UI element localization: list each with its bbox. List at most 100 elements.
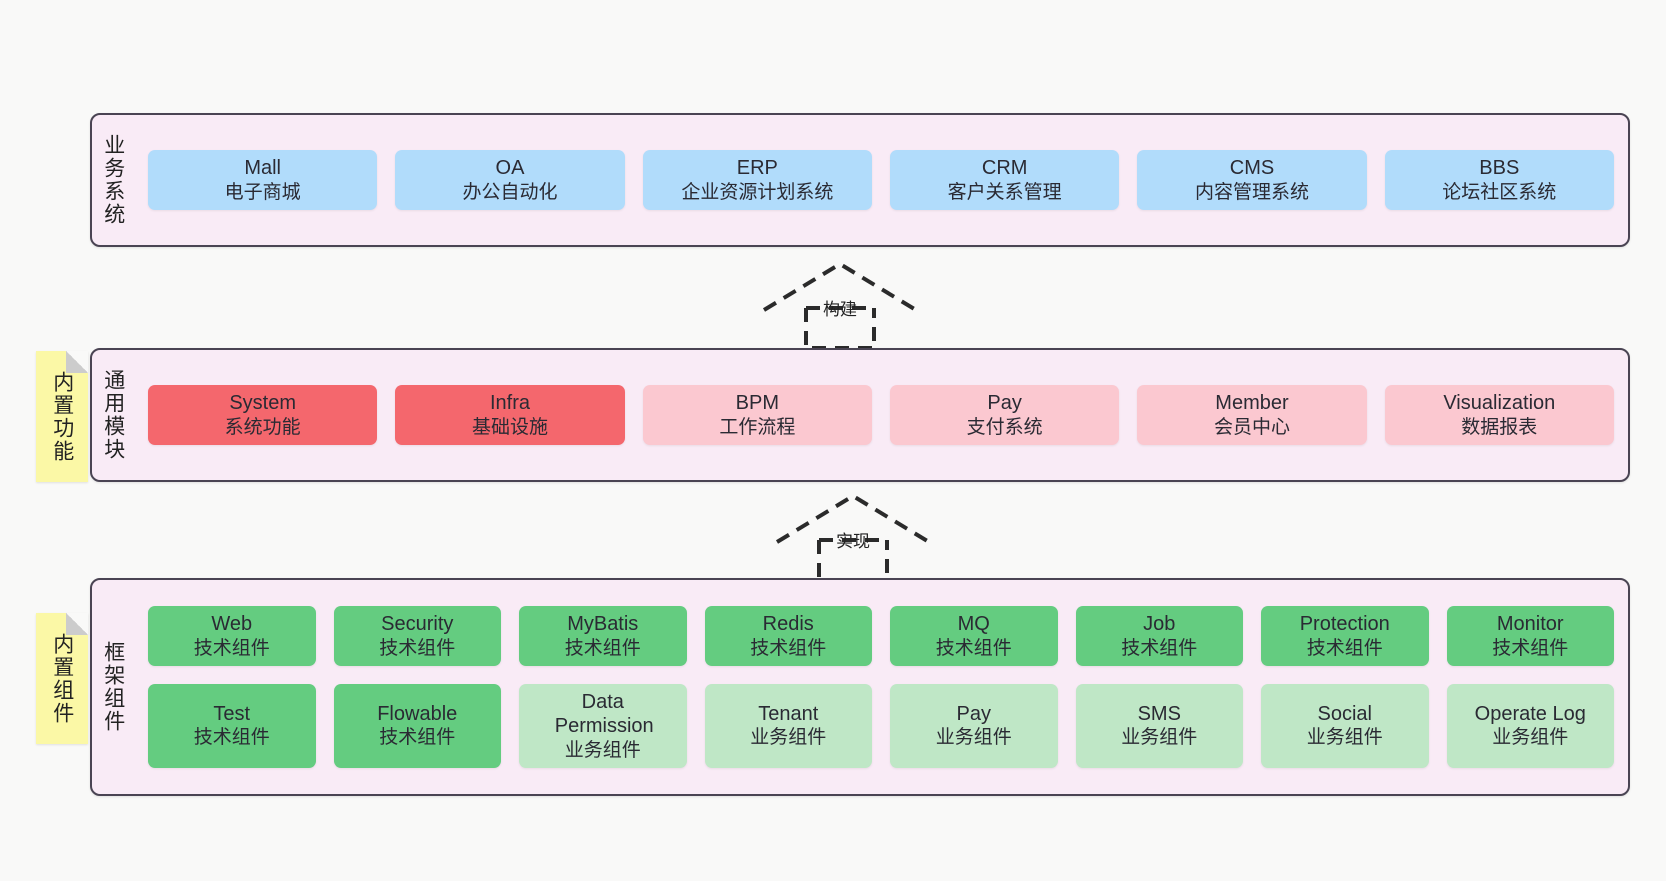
module-card-crm[interactable]: CRM 客户关系管理 xyxy=(889,150,1120,210)
card-name: Job xyxy=(1143,613,1176,636)
card-desc: 技术组件 xyxy=(564,637,641,659)
module-card-operate-log[interactable]: Operate Log 业务组件 xyxy=(1446,683,1614,768)
card-name: Operate Log xyxy=(1474,702,1586,725)
card-desc: 业务组件 xyxy=(1121,727,1198,749)
card-name: Social xyxy=(1317,702,1372,725)
card-desc: 基础设施 xyxy=(471,416,548,438)
module-card-tenant[interactable]: Tenant 业务组件 xyxy=(704,683,872,768)
card-name: SMS xyxy=(1137,702,1181,725)
card-desc: 电子商城 xyxy=(224,181,301,203)
connector-label-build: 构建 xyxy=(823,300,857,319)
module-card-bbs[interactable]: BBS 论坛社区系统 xyxy=(1384,150,1614,210)
note-builtin-components: 内置组件 xyxy=(36,613,88,744)
card-name: CMS xyxy=(1229,157,1275,180)
card-desc: 系统功能 xyxy=(224,416,301,438)
card-name: Test xyxy=(213,702,251,725)
card-name: MQ xyxy=(957,613,990,636)
module-card-visualization[interactable]: Visualization 数据报表 xyxy=(1384,385,1614,445)
note-builtin-features: 内置功能 xyxy=(36,351,88,482)
card-name: Mall xyxy=(244,157,281,180)
card-desc: 技术组件 xyxy=(193,727,270,749)
card-desc: 业务组件 xyxy=(1306,727,1383,749)
card-name: Redis xyxy=(762,613,814,636)
card-desc: 业务组件 xyxy=(935,727,1012,749)
card-name: BBS xyxy=(1479,157,1520,180)
card-desc: 业务组件 xyxy=(750,727,827,749)
module-card-web[interactable]: Web 技术组件 xyxy=(148,606,316,666)
layer-title-framework: 框架组件 xyxy=(101,641,125,733)
layer-title-common: 通用模块 xyxy=(101,369,125,461)
layer-title-business: 业务系统 xyxy=(101,134,125,226)
card-name: Pay xyxy=(987,392,1022,415)
card-desc: 业务组件 xyxy=(1492,727,1569,749)
card-name: ERP xyxy=(736,157,778,180)
card-desc: 技术组件 xyxy=(935,637,1012,659)
card-name: Member xyxy=(1215,392,1289,415)
card-name: Data Permission xyxy=(554,690,654,738)
row: Test 技术组件 Flowable 技术组件 Data Permission … xyxy=(148,683,1614,768)
card-name: Web xyxy=(211,613,253,636)
module-card-job[interactable]: Job 技术组件 xyxy=(1075,606,1243,666)
card-desc: 技术组件 xyxy=(379,637,456,659)
note-text: 内置功能 xyxy=(50,370,74,463)
module-card-system[interactable]: System 系统功能 xyxy=(148,385,378,445)
card-desc: 会员中心 xyxy=(1213,416,1290,438)
module-card-redis[interactable]: Redis 技术组件 xyxy=(704,606,872,666)
card-desc: 内容管理系统 xyxy=(1194,181,1309,203)
card-name: Flowable xyxy=(377,702,458,725)
card-desc: 技术组件 xyxy=(379,727,456,749)
connector-label-implement: 实现 xyxy=(836,532,870,551)
module-card-mall[interactable]: Mall 电子商城 xyxy=(148,150,378,210)
module-card-infra[interactable]: Infra 基础设施 xyxy=(395,385,625,445)
module-card-monitor[interactable]: Monitor 技术组件 xyxy=(1446,606,1614,666)
card-name: Monitor xyxy=(1496,613,1564,636)
module-card-flowable[interactable]: Flowable 技术组件 xyxy=(333,683,501,768)
layer-business-system: 业务系统 Mall 电子商城 OA 办公自动化 ERP 企业资源计划系统 CRM… xyxy=(90,113,1630,247)
module-card-sms[interactable]: SMS 业务组件 xyxy=(1075,683,1243,768)
module-card-erp[interactable]: ERP 企业资源计划系统 xyxy=(642,150,872,210)
module-card-cms[interactable]: CMS 内容管理系统 xyxy=(1137,150,1367,210)
module-card-mybatis[interactable]: MyBatis 技术组件 xyxy=(519,606,687,666)
module-card-data-permission[interactable]: Data Permission 业务组件 xyxy=(519,683,687,768)
module-card-mq[interactable]: MQ 技术组件 xyxy=(890,606,1058,666)
module-card-oa[interactable]: OA 办公自动化 xyxy=(395,150,625,210)
layer-framework-component: 框架组件 Web 技术组件 Security 技术组件 MyBatis 技术组件… xyxy=(90,578,1630,796)
card-name: Protection xyxy=(1299,613,1390,636)
card-desc: 数据报表 xyxy=(1461,416,1538,438)
row: Web 技术组件 Security 技术组件 MyBatis 技术组件 Redi… xyxy=(148,606,1614,666)
card-desc: 业务组件 xyxy=(564,739,641,761)
card-name: Pay xyxy=(956,702,991,725)
card-desc: 技术组件 xyxy=(1306,637,1383,659)
card-desc: 技术组件 xyxy=(1121,637,1198,659)
connector-build: 构建 xyxy=(760,258,920,350)
card-name: System xyxy=(229,392,296,415)
layer-common-module: 通用模块 System 系统功能 Infra 基础设施 BPM 工作流程 Pay… xyxy=(90,348,1630,482)
card-desc: 办公自动化 xyxy=(462,181,558,203)
card-name: CRM xyxy=(981,157,1028,180)
card-desc: 支付系统 xyxy=(966,416,1043,438)
card-name: BPM xyxy=(735,392,779,415)
card-name: MyBatis xyxy=(567,613,639,636)
module-card-test[interactable]: Test 技术组件 xyxy=(148,683,316,768)
module-card-member[interactable]: Member 会员中心 xyxy=(1137,385,1367,445)
card-name: Security xyxy=(381,613,454,636)
card-desc: 工作流程 xyxy=(719,416,796,438)
layer-body-common: System 系统功能 Infra 基础设施 BPM 工作流程 Pay 支付系统… xyxy=(134,350,1628,480)
card-desc: 企业资源计划系统 xyxy=(681,181,834,203)
layer-body-business: Mall 电子商城 OA 办公自动化 ERP 企业资源计划系统 CRM 客户关系… xyxy=(134,115,1628,245)
card-desc: 技术组件 xyxy=(193,637,270,659)
layer-body-framework: Web 技术组件 Security 技术组件 MyBatis 技术组件 Redi… xyxy=(134,580,1628,794)
module-card-social[interactable]: Social 业务组件 xyxy=(1261,683,1429,768)
module-card-security[interactable]: Security 技术组件 xyxy=(333,606,501,666)
row: System 系统功能 Infra 基础设施 BPM 工作流程 Pay 支付系统… xyxy=(148,385,1614,445)
row: Mall 电子商城 OA 办公自动化 ERP 企业资源计划系统 CRM 客户关系… xyxy=(148,150,1614,210)
connector-implement: 实现 xyxy=(773,490,933,582)
card-desc: 论坛社区系统 xyxy=(1442,181,1557,203)
module-card-pay[interactable]: Pay 支付系统 xyxy=(889,385,1120,445)
module-card-bpm[interactable]: BPM 工作流程 xyxy=(642,385,872,445)
card-name: Visualization xyxy=(1443,392,1556,415)
module-card-pay-biz[interactable]: Pay 业务组件 xyxy=(890,683,1058,768)
module-card-protection[interactable]: Protection 技术组件 xyxy=(1261,606,1429,666)
card-desc: 客户关系管理 xyxy=(947,181,1062,203)
